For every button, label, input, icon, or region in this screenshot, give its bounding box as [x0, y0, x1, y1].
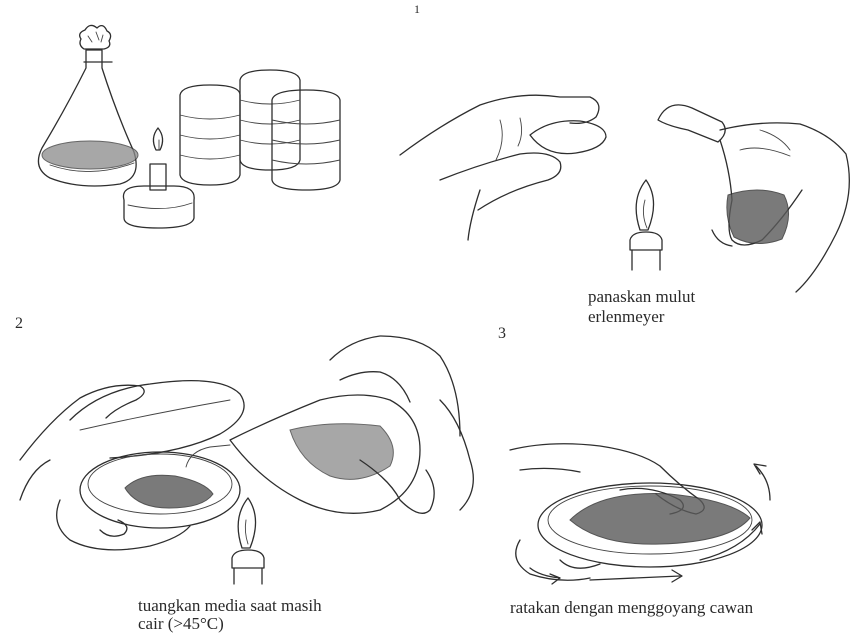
hand-holding-flask-sketch — [658, 105, 849, 292]
spirit-lamp-sketch — [123, 128, 194, 228]
petri-dish-pour-sketch — [57, 452, 240, 550]
swirl-petri-dish-sketch — [516, 483, 762, 580]
caption-pour-line2: cair (>45°C) — [138, 614, 224, 634]
hand-holding-cotton-plug-sketch — [400, 95, 606, 240]
petri-dish-stacks-sketch — [180, 70, 340, 190]
caption-pour-line1: tuangkan media saat masih — [138, 596, 322, 616]
bunsen-flame-pour-sketch — [232, 498, 264, 584]
bunsen-flame-sketch — [630, 180, 662, 270]
caption-heat-mouth-line1: panaskan mulut — [588, 287, 695, 307]
caption-swirl: ratakan dengan menggoyang cawan — [510, 598, 753, 618]
flask-pouring-sketch — [186, 395, 420, 513]
erlenmeyer-flask-sketch — [38, 25, 138, 186]
caption-heat-mouth-line2: erlenmeyer — [588, 307, 664, 327]
